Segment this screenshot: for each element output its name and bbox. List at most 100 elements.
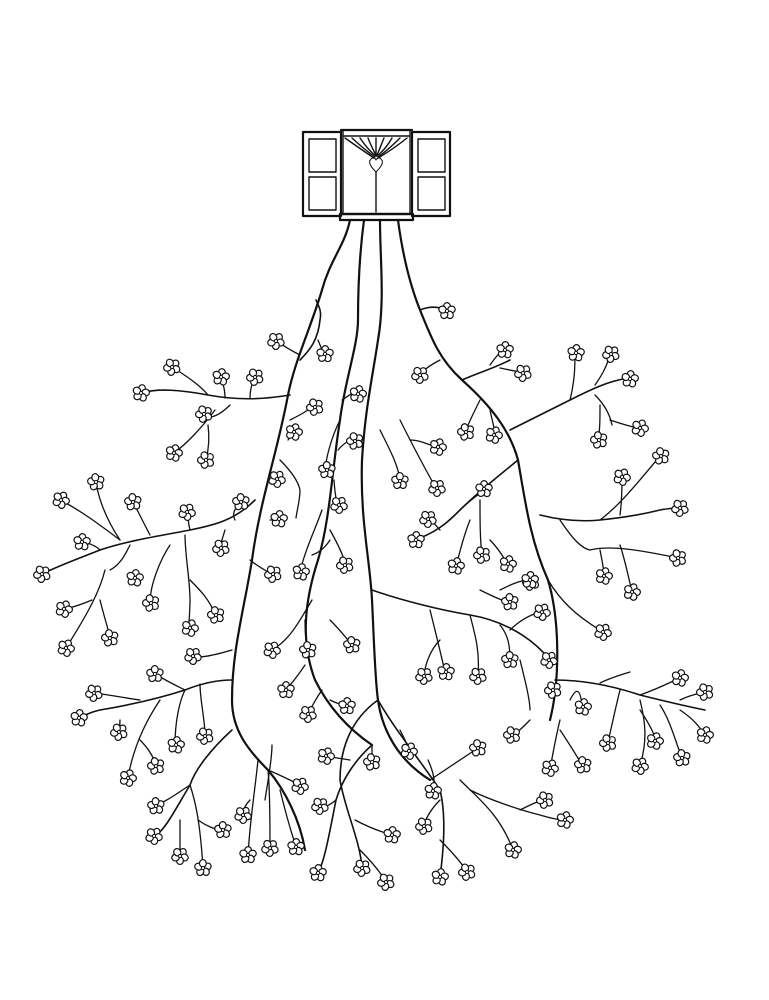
- flower: [619, 368, 641, 390]
- flower: [468, 542, 495, 569]
- flower: [137, 590, 164, 617]
- flower: [143, 793, 168, 819]
- flower: [158, 354, 185, 381]
- flower: [509, 360, 536, 387]
- flower: [693, 723, 717, 747]
- flower: [51, 597, 77, 622]
- flower: [115, 766, 140, 791]
- flower: [339, 632, 365, 658]
- flower: [592, 564, 616, 588]
- flower: [619, 580, 644, 604]
- flower: [423, 475, 450, 502]
- flower: [68, 707, 90, 729]
- flower: [207, 535, 234, 562]
- window: [301, 128, 452, 222]
- flower: [282, 420, 306, 444]
- flower: [494, 340, 516, 361]
- flower: [590, 619, 616, 645]
- flower: [539, 677, 566, 704]
- flower: [238, 845, 258, 865]
- flower: [203, 602, 229, 628]
- flower: [664, 545, 691, 572]
- flower: [191, 856, 215, 881]
- flower: [71, 532, 93, 553]
- flower: [453, 419, 479, 446]
- flowers: [28, 302, 718, 896]
- flower: [287, 773, 313, 799]
- flower: [410, 813, 437, 840]
- flower: [142, 662, 167, 687]
- flower: [627, 416, 653, 441]
- flower: [570, 752, 596, 778]
- flower: [174, 499, 200, 525]
- flower: [425, 435, 450, 460]
- flower: [465, 735, 491, 761]
- flower: [129, 382, 153, 405]
- flower: [289, 561, 313, 584]
- right-shutter: [410, 130, 452, 218]
- flower: [531, 787, 558, 814]
- flower: [422, 780, 444, 802]
- flower: [501, 839, 525, 862]
- flower: [105, 719, 132, 746]
- flower: [83, 469, 109, 495]
- flower: [28, 561, 55, 588]
- flower: [594, 730, 621, 757]
- flower: [571, 696, 595, 719]
- flower: [497, 647, 522, 673]
- flower: [537, 755, 563, 781]
- flower: [496, 552, 520, 576]
- window-opening: [338, 128, 415, 222]
- flower: [162, 441, 186, 465]
- flower: [294, 701, 321, 728]
- flower: [627, 753, 653, 779]
- flower: [120, 489, 146, 515]
- flower: [437, 302, 457, 321]
- flower: [668, 667, 692, 690]
- heart-icon: [369, 157, 383, 173]
- flower: [410, 663, 437, 690]
- flower: [307, 863, 329, 884]
- flower: [381, 824, 403, 846]
- flower: [643, 729, 667, 753]
- flower: [259, 561, 286, 588]
- flower: [229, 802, 256, 829]
- flower: [388, 469, 412, 494]
- flower: [177, 616, 203, 641]
- flower: [124, 567, 146, 589]
- flower: [143, 753, 169, 780]
- flower: [435, 662, 457, 683]
- flower: [141, 823, 167, 849]
- flower: [268, 508, 290, 530]
- left-shutter: [301, 130, 343, 218]
- flower: [53, 635, 79, 661]
- flower: [444, 555, 468, 578]
- flower: [609, 464, 635, 490]
- flower: [331, 552, 358, 579]
- flower: [481, 423, 507, 448]
- flower: [262, 328, 289, 355]
- flower: [428, 866, 452, 889]
- flower: [586, 427, 612, 453]
- flower: [529, 599, 555, 625]
- flower: [97, 625, 123, 651]
- vines: [41, 218, 706, 883]
- flower: [315, 344, 335, 364]
- flower: [691, 679, 718, 706]
- flower: [405, 530, 427, 550]
- flower: [597, 341, 624, 368]
- flower: [259, 637, 285, 663]
- flower: [210, 817, 235, 843]
- flower: [553, 808, 577, 832]
- flower: [313, 744, 339, 769]
- flower: [414, 506, 441, 533]
- flower: [396, 739, 422, 764]
- flower: [497, 589, 522, 615]
- flower: [192, 447, 219, 474]
- flower: [241, 364, 268, 391]
- flower: [164, 734, 187, 756]
- flower: [337, 696, 357, 716]
- flower: [669, 745, 695, 771]
- flower: [301, 394, 328, 421]
